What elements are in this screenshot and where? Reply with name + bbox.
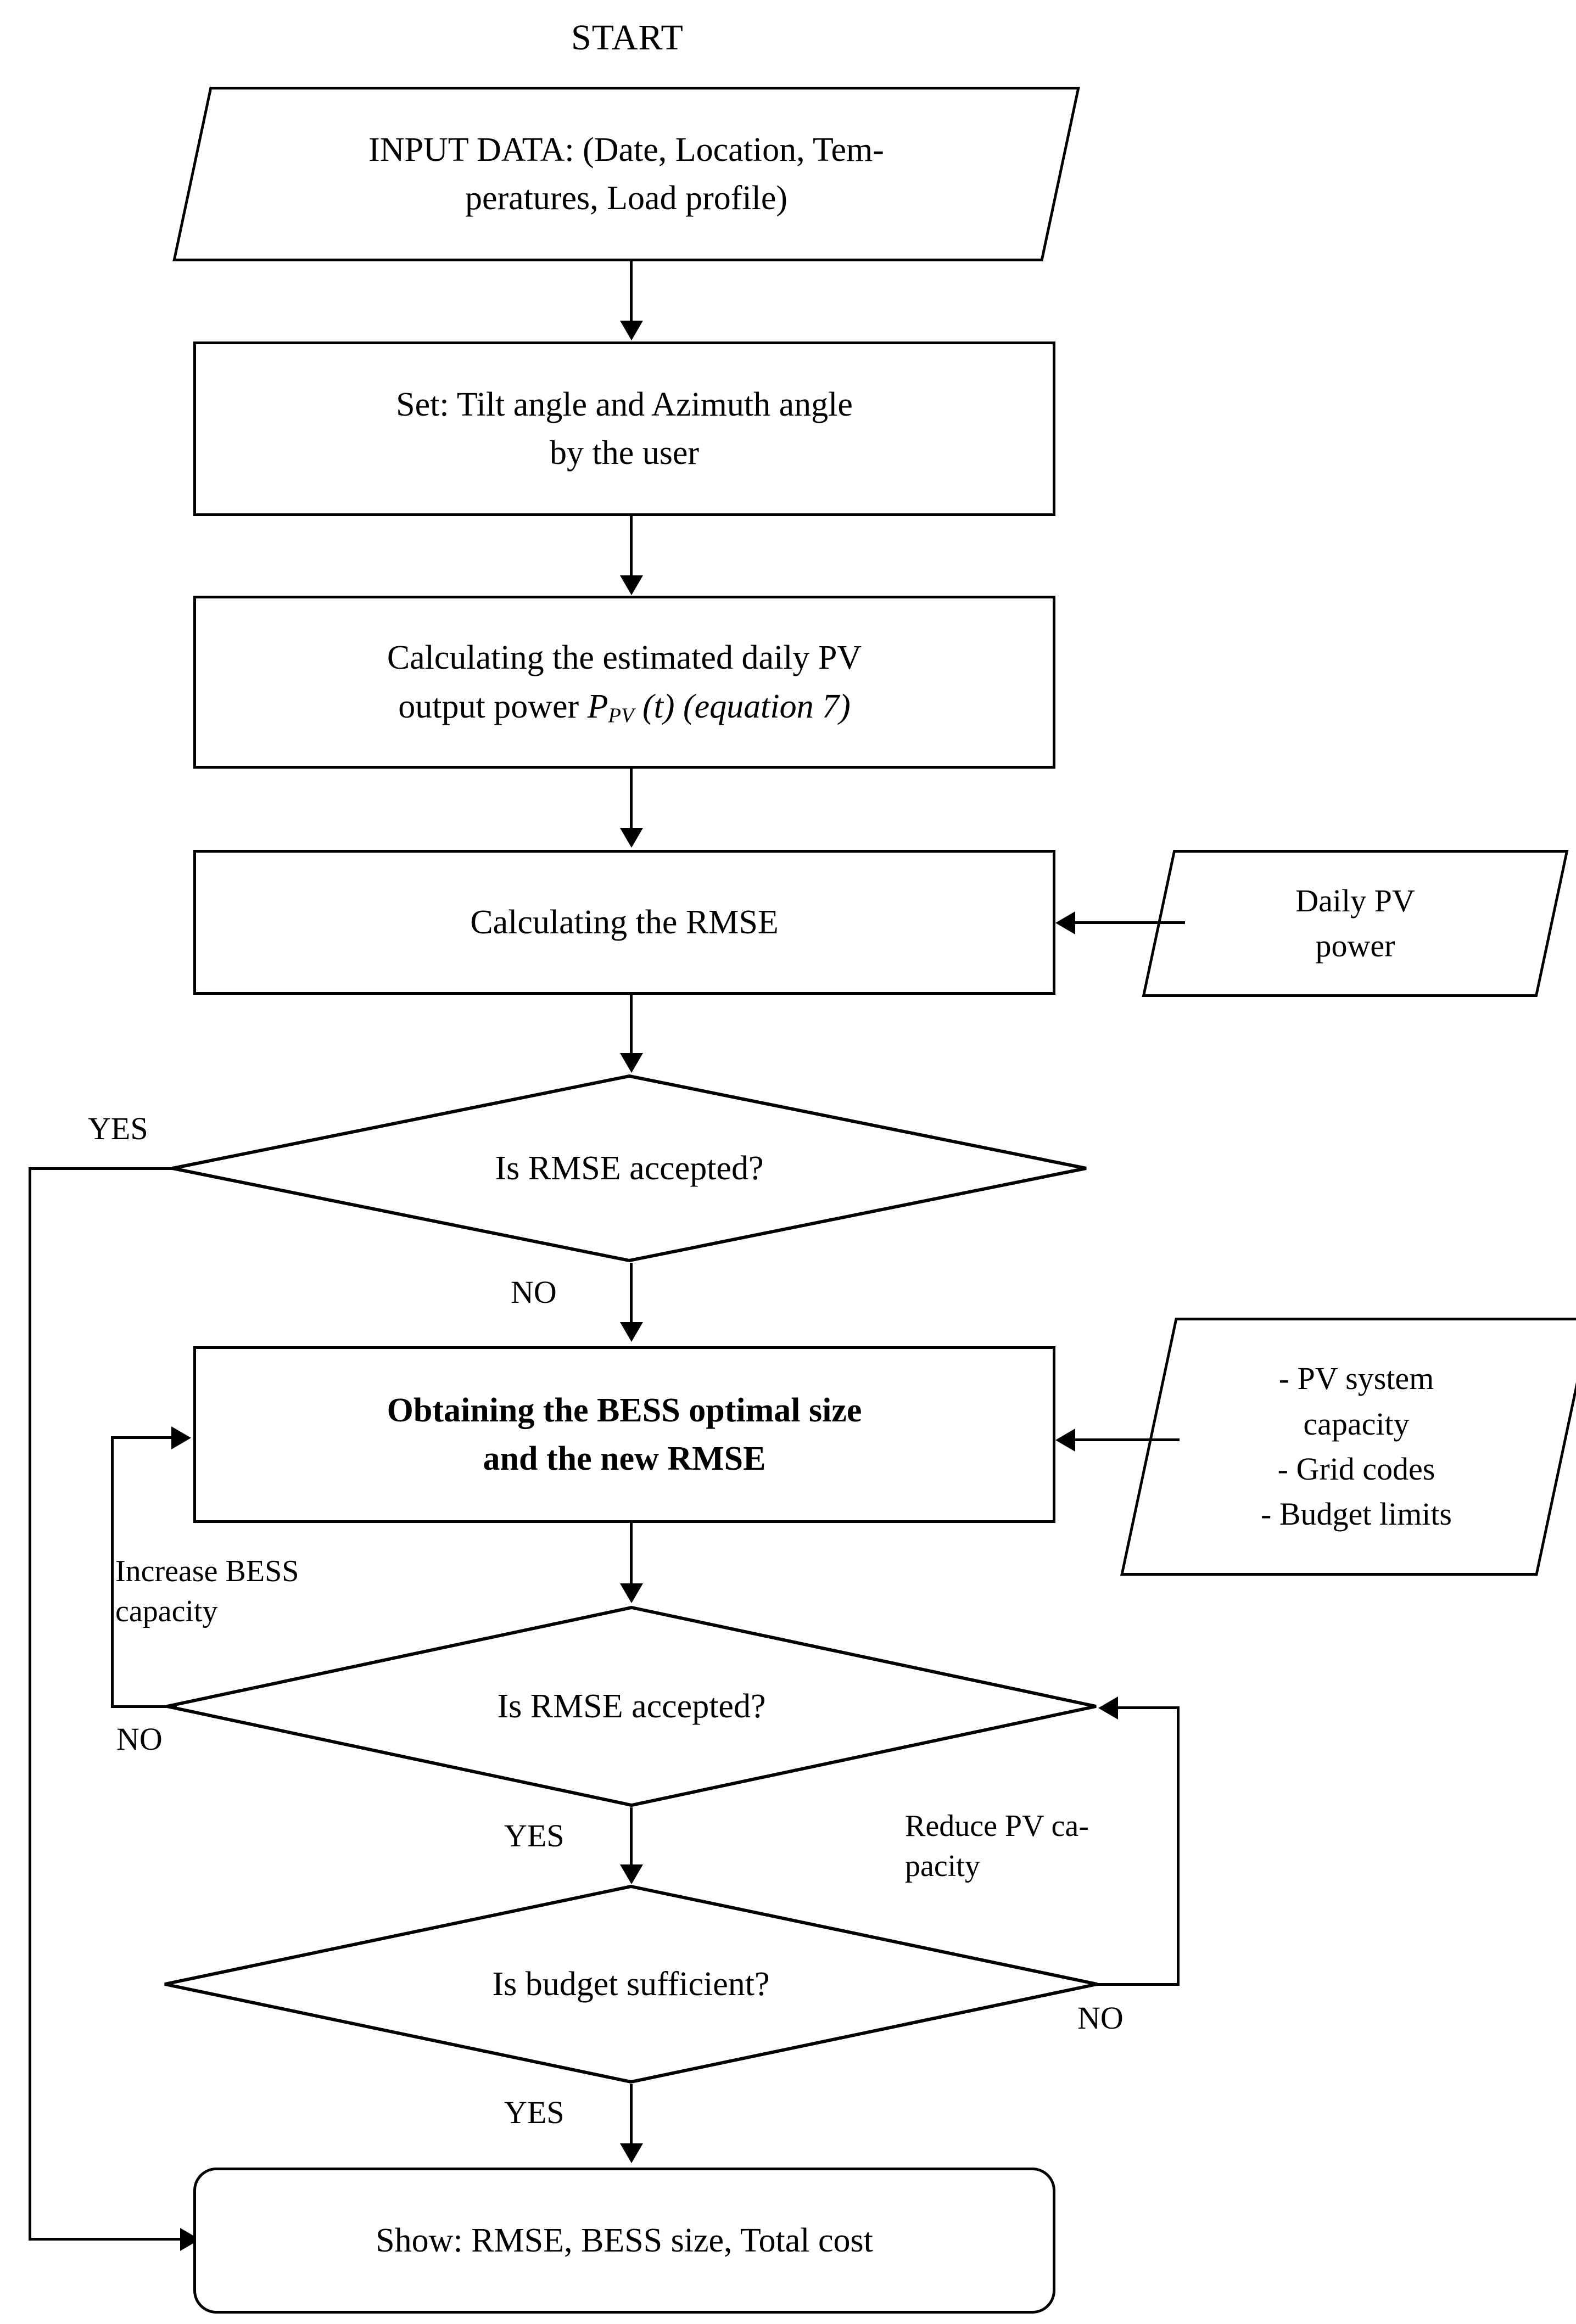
start-label: START — [571, 18, 684, 58]
arrow-bess-to-decision2 — [620, 1583, 643, 1603]
connector-decision1-to-bess — [630, 1263, 633, 1324]
constraints-line3: - Grid codes — [1277, 1451, 1435, 1487]
connector-rmse2-no-horizontal — [111, 1705, 177, 1708]
connector-dailypv-to-rmse — [1075, 921, 1185, 924]
arrow-input-to-set — [620, 321, 643, 340]
connector-rmse1-yes-vertical — [29, 1167, 31, 2239]
calc-rmse-text: Calculating the RMSE — [470, 903, 779, 941]
connector-budget-no-vertical — [1177, 1706, 1180, 1985]
edge-label-rmse1-no: NO — [511, 1274, 557, 1310]
show-results-node[interactable]: Show: RMSE, BESS size, Total cost — [193, 2168, 1055, 2314]
edge-label-increase-bess: Increase BESS capacity — [115, 1552, 299, 1632]
set-angles-line1: Set: Tilt angle and Azimuth angle — [396, 385, 853, 423]
edge-label-budget-yes: YES — [504, 2095, 565, 2130]
input-data-node[interactable]: INPUT DATA: (Date, Location, Tem- peratu… — [172, 87, 1080, 261]
set-angles-text: Set: Tilt angle and Azimuth angle by the… — [196, 344, 1053, 513]
constraints-line1: - PV system — [1278, 1360, 1434, 1397]
constraints-line2: capacity — [1303, 1405, 1410, 1442]
arrow-rmse-to-decision1 — [620, 1053, 643, 1073]
connector-set-to-calcpv — [630, 516, 633, 578]
arrow-budget-to-show — [620, 2143, 643, 2163]
decision-rmse-1-text: Is RMSE accepted? — [495, 1149, 764, 1187]
decision-rmse-1-node[interactable]: Is RMSE accepted? — [170, 1074, 1088, 1263]
edge-label-rmse1-yes: YES — [88, 1111, 148, 1146]
constraints-node[interactable]: - PV system capacity - Grid codes - Budg… — [1120, 1318, 1576, 1576]
increase-bess-line2: capacity — [115, 1594, 218, 1628]
decision-budget-node[interactable]: Is budget sufficient? — [163, 1884, 1099, 2084]
decision-rmse-2-shape — [165, 1605, 1098, 1807]
connector-rmse1-yes-to-show — [29, 2238, 181, 2241]
arrow-budget-no-to-rmse2 — [1098, 1696, 1118, 1720]
input-data-line1: INPUT DATA: (Date, Location, Tem- — [368, 131, 884, 169]
arrow-set-to-calcpv — [620, 575, 643, 595]
calc-pv-variable: P — [587, 687, 608, 725]
obtain-bess-line1: Obtaining the BESS optimal size — [387, 1391, 862, 1429]
calc-rmse-node[interactable]: Calculating the RMSE — [193, 850, 1055, 995]
connector-rmse-to-decision1 — [630, 995, 633, 1054]
decision-budget-text: Is budget sufficient? — [492, 1965, 770, 2003]
daily-pv-power-line1: Daily PV — [1295, 882, 1415, 919]
show-results-text: Show: RMSE, BESS size, Total cost — [376, 2221, 873, 2259]
calc-pv-line2-pre: output power — [398, 687, 588, 725]
constraints-line4: - Budget limits — [1261, 1496, 1452, 1532]
connector-calcpv-to-rmse — [630, 769, 633, 829]
connector-rmse2-no-to-bess — [111, 1436, 172, 1439]
edge-label-rmse2-no: NO — [116, 1721, 163, 1757]
calc-pv-node[interactable]: Calculating the estimated daily PV outpu… — [193, 596, 1055, 769]
set-angles-line2: by the user — [549, 434, 700, 472]
calc-pv-line1: Calculating the estimated daily PV — [387, 639, 862, 677]
connector-budget-to-show — [630, 2084, 633, 2146]
arrow-decision1-to-bess — [620, 1322, 643, 1342]
connector-decision2-to-budget — [630, 1807, 633, 1867]
constraints-text: - PV system capacity - Grid codes - Budg… — [1148, 1318, 1565, 1576]
decision-budget-shape — [163, 1884, 1099, 2084]
obtain-bess-line2: and the new RMSE — [483, 1440, 766, 1477]
set-angles-node[interactable]: Set: Tilt angle and Azimuth angle by the… — [193, 341, 1055, 516]
connector-rmse2-no-vertical — [111, 1436, 114, 1707]
arrow-decision2-to-budget — [620, 1864, 643, 1884]
daily-pv-power-line2: power — [1315, 928, 1395, 964]
daily-pv-power-node[interactable]: Daily PV power — [1142, 850, 1569, 997]
input-data-line2: peratures, Load profile) — [465, 180, 787, 217]
arrow-constraints-to-bess — [1055, 1429, 1075, 1452]
arrow-dailypv-to-rmse — [1055, 911, 1075, 934]
connector-constraints-to-bess — [1075, 1438, 1180, 1441]
calc-pv-text: Calculating the estimated daily PV outpu… — [196, 598, 1053, 766]
daily-pv-power-text: Daily PV power — [1158, 850, 1553, 997]
calc-pv-subscript: PV — [608, 703, 634, 727]
connector-bess-to-decision2 — [630, 1523, 633, 1586]
decision-rmse-2-node[interactable]: Is RMSE accepted? — [165, 1605, 1098, 1807]
input-data-text: INPUT DATA: (Date, Location, Tem- peratu… — [191, 87, 1061, 261]
connector-rmse1-yes-horizontal — [29, 1167, 172, 1170]
edge-label-reduce-pv: Reduce PV ca-pacity — [905, 1806, 1089, 1886]
edge-label-rmse2-yes: YES — [504, 1818, 565, 1853]
connector-budget-no-to-rmse2 — [1118, 1706, 1180, 1709]
obtain-bess-node[interactable]: Obtaining the BESS optimal size and the … — [193, 1346, 1055, 1523]
obtain-bess-text: Obtaining the BESS optimal size and the … — [196, 1349, 1053, 1520]
decision-rmse-1-shape — [170, 1074, 1088, 1263]
arrow-calcpv-to-rmse — [620, 828, 643, 848]
connector-budget-no-horizontal — [1088, 1983, 1180, 1986]
reduce-pv-line1: Reduce PV ca- — [905, 1809, 1089, 1843]
decision-rmse-2-text: Is RMSE accepted? — [497, 1687, 766, 1725]
connector-input-to-set — [630, 261, 633, 323]
edge-label-budget-no: NO — [1077, 2000, 1124, 2036]
increase-bess-line1: Increase BESS — [115, 1554, 299, 1588]
reduce-pv-line2: pacity — [905, 1849, 980, 1883]
arrow-rmse2-no-to-bess — [171, 1426, 191, 1449]
calc-pv-line2-post: (t) (equation 7) — [634, 687, 851, 725]
